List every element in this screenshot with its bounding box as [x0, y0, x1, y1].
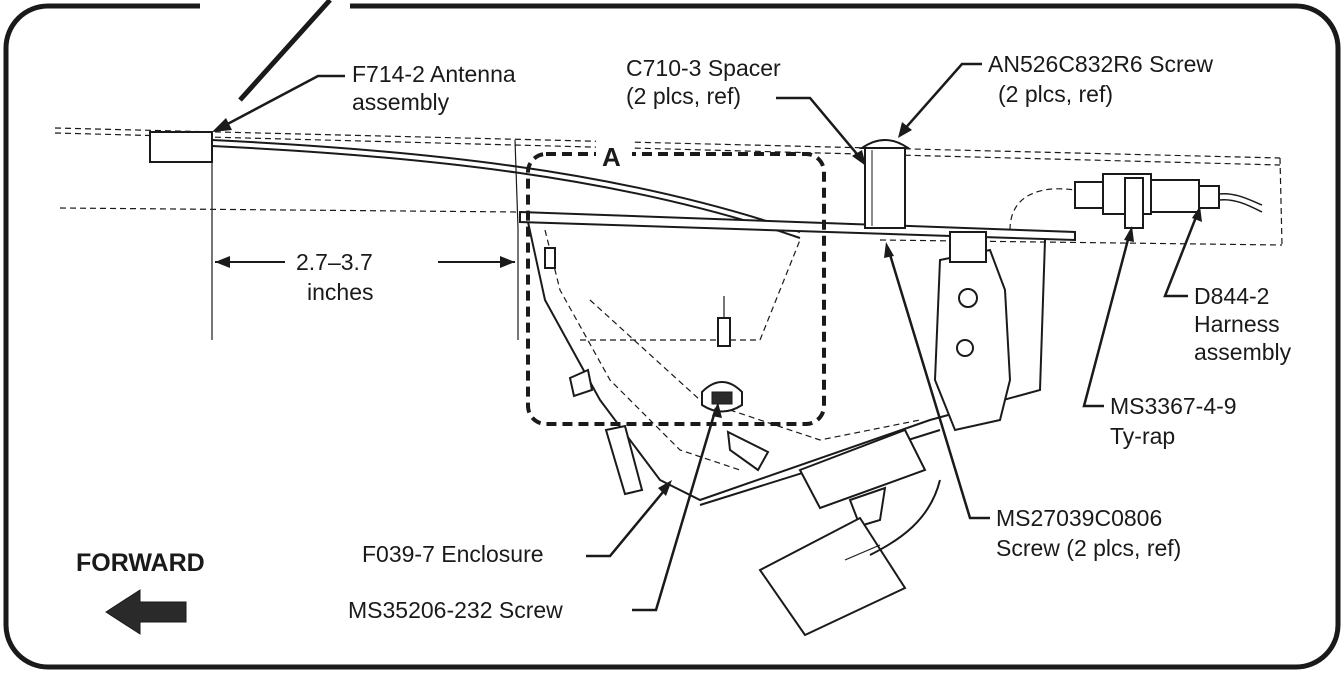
enclosure-leader-arrow	[658, 480, 672, 496]
spacer-leader	[776, 96, 863, 161]
antenna-label-line2: assembly	[352, 89, 450, 115]
harness-connector	[1009, 173, 1263, 231]
tyrap-leader	[1082, 231, 1132, 408]
forward-label: FORWARD	[76, 549, 205, 577]
left-arrow-icon	[105, 589, 187, 635]
detail-a-letter-bg	[596, 140, 632, 170]
diagram-frame	[3, 3, 1341, 670]
dimension-value: 2.7–3.7	[296, 249, 373, 275]
antenna-leader-arrow	[212, 118, 232, 132]
ms35206-leader	[632, 407, 718, 612]
dimension-unit: inches	[307, 279, 373, 305]
detail-a-letter: A	[602, 142, 621, 172]
fuselage-skin	[54, 127, 1283, 246]
spacer-leader-arrow	[852, 150, 866, 166]
enclosure-leader	[586, 485, 669, 558]
spacer-label-line2: (2 plcs, ref)	[626, 83, 741, 109]
antenna-cable	[211, 139, 801, 239]
dimension-indicator	[215, 256, 515, 268]
ms27039-leader	[886, 247, 990, 520]
antenna-leader	[219, 74, 345, 130]
external-leader-line	[238, 0, 332, 102]
mounting-plate	[519, 210, 1076, 242]
enclosure-label: F039-7 Enclosure	[362, 541, 544, 567]
detail-a-box	[526, 152, 826, 426]
tyrap-label: MS3367-4-9	[1110, 393, 1237, 419]
harness-label: D844-2	[1194, 283, 1269, 309]
spacer-block	[858, 139, 912, 229]
an-screw-leader-arrow	[898, 122, 912, 138]
tyrap-leader-arrow	[1124, 226, 1134, 242]
harness-label-line3: assembly	[1194, 339, 1292, 365]
frame-gap	[200, 0, 350, 14]
antenna-label: F714-2 Antenna	[352, 61, 516, 87]
tyrap-label-line2: Ty-rap	[1110, 423, 1175, 449]
an-screw-leader	[901, 62, 982, 133]
enclosure-fasteners	[544, 247, 770, 496]
lower-connector	[758, 428, 941, 637]
harness-leader	[1163, 211, 1200, 298]
harness-label-line2: Harness	[1194, 311, 1280, 337]
ms35206-leader-arrow	[712, 402, 722, 418]
spacer-label: C710-3 Spacer	[626, 55, 781, 81]
harness-leader-arrow	[1192, 206, 1202, 222]
antenna-block	[149, 131, 213, 163]
rear-bracket	[933, 231, 1012, 432]
ms35206-label: MS35206-232 Screw	[348, 597, 563, 623]
an-screw-label: AN526C832R6 Screw	[988, 51, 1213, 77]
ms27039-label-line2: Screw (2 plcs, ref)	[996, 535, 1181, 561]
an-screw-label-line2: (2 plcs, ref)	[998, 81, 1113, 107]
ms27039-label: MS27039C0806	[996, 505, 1162, 531]
ms27039-leader-arrow	[884, 242, 894, 258]
